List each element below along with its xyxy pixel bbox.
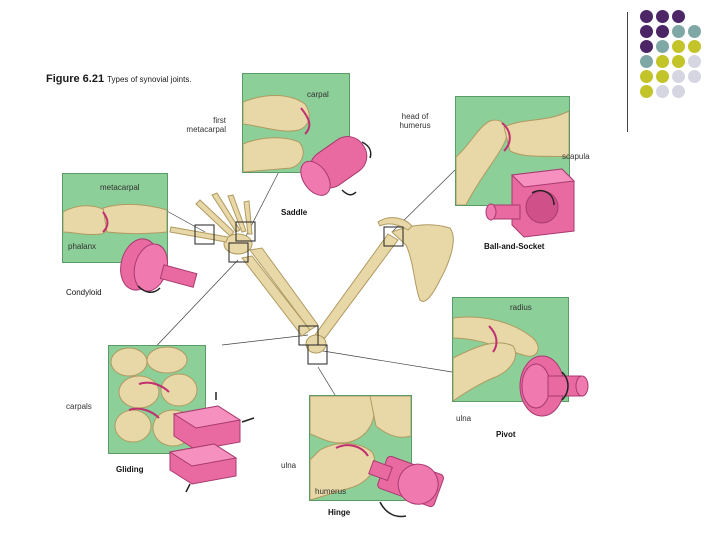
saddle-title: Saddle: [281, 208, 308, 217]
decorative-dot-grid: [640, 10, 720, 120]
decorative-dot: [688, 25, 701, 38]
decorative-dot: [656, 85, 669, 98]
decorative-vertical-rule: [627, 12, 628, 132]
hinge-model-icon: [368, 455, 445, 518]
decorative-dot: [672, 40, 685, 53]
ball-socket-bones-illustration: [456, 110, 569, 205]
decorative-dot: [640, 55, 653, 68]
pivot-bones-illustration: [453, 316, 539, 401]
decorative-dot: [672, 55, 685, 68]
label-ulna-hinge: ulna: [281, 461, 297, 470]
decorative-dot: [672, 25, 685, 38]
decorative-dot: [672, 85, 685, 98]
decorative-dot: [672, 70, 685, 83]
label-scapula: scapula: [562, 152, 590, 161]
figure-number: Figure 6.21: [46, 73, 105, 85]
decorative-dot: [640, 10, 653, 23]
label-ulna-pivot: ulna: [456, 414, 472, 423]
label-humerus: humerus: [315, 487, 347, 496]
decorative-dot: [640, 40, 653, 53]
decorative-dot: [688, 40, 701, 53]
decorative-dot: [640, 70, 653, 83]
condyloid-bones-illustration: [63, 203, 167, 236]
saddle-bones-illustration: [243, 95, 311, 172]
saddle-model-icon: [300, 136, 372, 196]
hinge-bones-illustration: [310, 396, 411, 500]
decorative-dot: [688, 55, 701, 68]
pivot-title: Pivot: [496, 430, 516, 439]
condyloid-model-icon: [120, 238, 198, 293]
condyloid-title: Condyloid: [66, 288, 102, 297]
hinge-title: Hinge: [328, 508, 351, 517]
decorative-dot: [656, 25, 669, 38]
figure-caption: Types of synovial joints.: [107, 75, 192, 84]
decorative-dot: [672, 10, 685, 23]
label-first-metacarpal: first metacarpal: [186, 116, 226, 134]
decorative-dot: [656, 55, 669, 68]
decorative-dot: [688, 70, 701, 83]
label-carpals: carpals: [66, 402, 92, 411]
label-radius: radius: [510, 303, 532, 312]
ball-socket-title: Ball-and-Socket: [484, 242, 545, 251]
decorative-dot: [656, 10, 669, 23]
label-phalanx: phalanx: [68, 242, 97, 251]
gliding-title: Gliding: [116, 465, 144, 474]
label-metacarpal: metacarpal: [100, 183, 140, 192]
decorative-dot: [656, 70, 669, 83]
label-head-of-humerus: head of humerus: [399, 112, 431, 130]
gliding-model-icon: [168, 392, 255, 493]
decorative-dot: [640, 25, 653, 38]
condyloid-joint-panel: [62, 173, 168, 263]
ball-socket-model-icon: [485, 168, 576, 238]
decorative-dot: [656, 40, 669, 53]
label-carpal: carpal: [307, 90, 329, 99]
pivot-model-icon: [519, 355, 589, 417]
decorative-dot: [640, 85, 653, 98]
